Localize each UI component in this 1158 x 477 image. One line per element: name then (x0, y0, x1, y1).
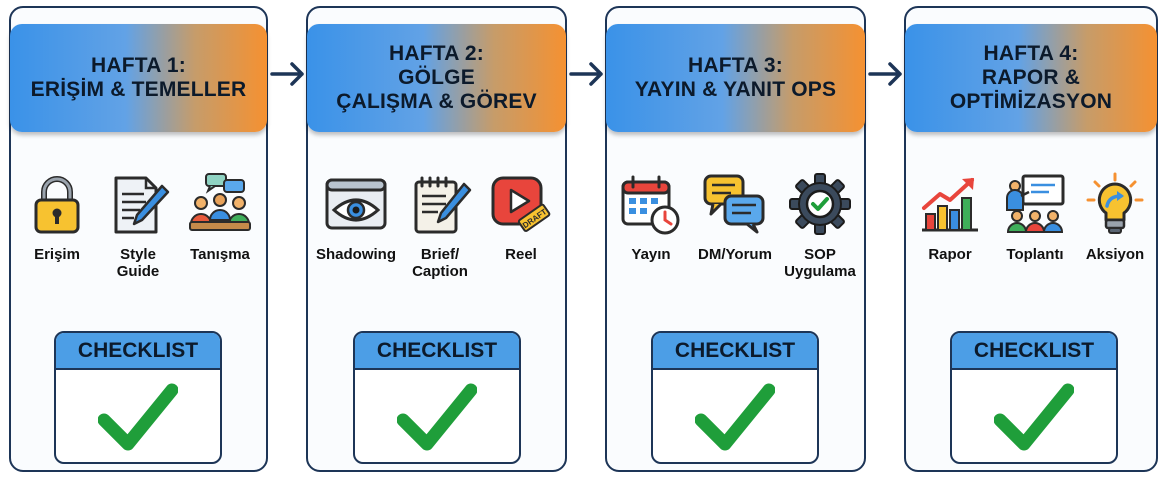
bar-chart-growth-icon (918, 172, 982, 236)
week-1-card: HAFTA 1: ERİŞİM & TEMELLER Erişim Style … (9, 6, 268, 472)
arrow-right-icon (569, 62, 603, 86)
week-2-title-line-1: HAFTA 2: (389, 42, 484, 65)
gear-check-icon (788, 172, 852, 236)
label-style-guide: Style Guide (116, 246, 160, 280)
checkmark-icon (994, 383, 1074, 451)
week-3-title-line-1: HAFTA 3: (688, 54, 783, 77)
eye-window-icon (324, 172, 388, 236)
arrow-right-icon (868, 62, 902, 86)
label-toplanti: Toplantı (1006, 246, 1064, 263)
calendar-clock-icon (619, 172, 683, 236)
checklist-header: CHECKLIST (56, 333, 220, 370)
week-2-title-line-2: GÖLGE (398, 66, 475, 89)
week-4-title-line-1: HAFTA 4: (983, 42, 1079, 65)
week-4-title-line-2: RAPOR & (981, 66, 1081, 89)
checklist-header: CHECKLIST (355, 333, 519, 370)
checklist-header: CHECKLIST (952, 333, 1116, 370)
week-3-card: HAFTA 3: YAYIN & YANIT OPS Yayın DM/Yoru… (605, 6, 866, 472)
label-rapor: Rapor (928, 246, 972, 263)
label-yayin: Yayın (631, 246, 671, 263)
lock-icon (25, 172, 89, 236)
week-2-banner: HAFTA 2: GÖLGE ÇALIŞMA & GÖREV (307, 24, 566, 132)
week-2-title-line-3: ÇALIŞMA & GÖREV (336, 90, 537, 113)
checkmark-icon (397, 383, 477, 451)
week-4-checklist: CHECKLIST (950, 331, 1118, 464)
label-aksiyon: Aksiyon (1085, 246, 1145, 263)
arrow-right-icon (270, 62, 304, 86)
label-shadowing: Shadowing (316, 246, 396, 263)
week-4-card: HAFTA 4: RAPOR & OPTİMİZASYON Rapor Topl… (904, 6, 1158, 472)
label-brief-caption: Brief/ Caption (412, 246, 468, 280)
week-3-title-line-2: YAYIN & YANIT OPS (634, 78, 837, 101)
chat-bubbles-icon (703, 172, 767, 236)
week-2-card: HAFTA 2: GÖLGE ÇALIŞMA & GÖREV DRAFT Sha… (306, 6, 567, 472)
week-1-checklist: CHECKLIST (54, 331, 222, 464)
lightbulb-arrow-icon (1083, 172, 1147, 236)
week-3-checklist: CHECKLIST (651, 331, 819, 464)
week-3-banner: HAFTA 3: YAYIN & YANIT OPS (606, 24, 865, 132)
week-1-title-line-2: ERİŞİM & TEMELLER (30, 78, 247, 101)
meeting-people-icon (188, 172, 252, 236)
checklist-header: CHECKLIST (653, 333, 817, 370)
label-erisim: Erişim (34, 246, 80, 263)
week-1-banner: HAFTA 1: ERİŞİM & TEMELLER (10, 24, 267, 132)
week-4-banner: HAFTA 4: RAPOR & OPTİMİZASYON (905, 24, 1157, 132)
presentation-meeting-icon (1003, 172, 1067, 236)
notepad-pen-icon (408, 172, 472, 236)
week-1-title-line-1: HAFTA 1: (91, 54, 186, 77)
week-4-title-line-3: OPTİMİZASYON (949, 90, 1113, 113)
label-dm-yorum: DM/Yorum (698, 246, 772, 263)
reel-play-draft-icon: DRAFT (489, 172, 553, 236)
checkmark-icon (695, 383, 775, 451)
checkmark-icon (98, 383, 178, 451)
label-tanisma: Tanışma (190, 246, 250, 263)
week-2-checklist: CHECKLIST (353, 331, 521, 464)
label-reel: Reel (505, 246, 537, 263)
label-sop-uygulama: SOP Uygulama (784, 246, 856, 280)
document-pen-icon (106, 172, 170, 236)
